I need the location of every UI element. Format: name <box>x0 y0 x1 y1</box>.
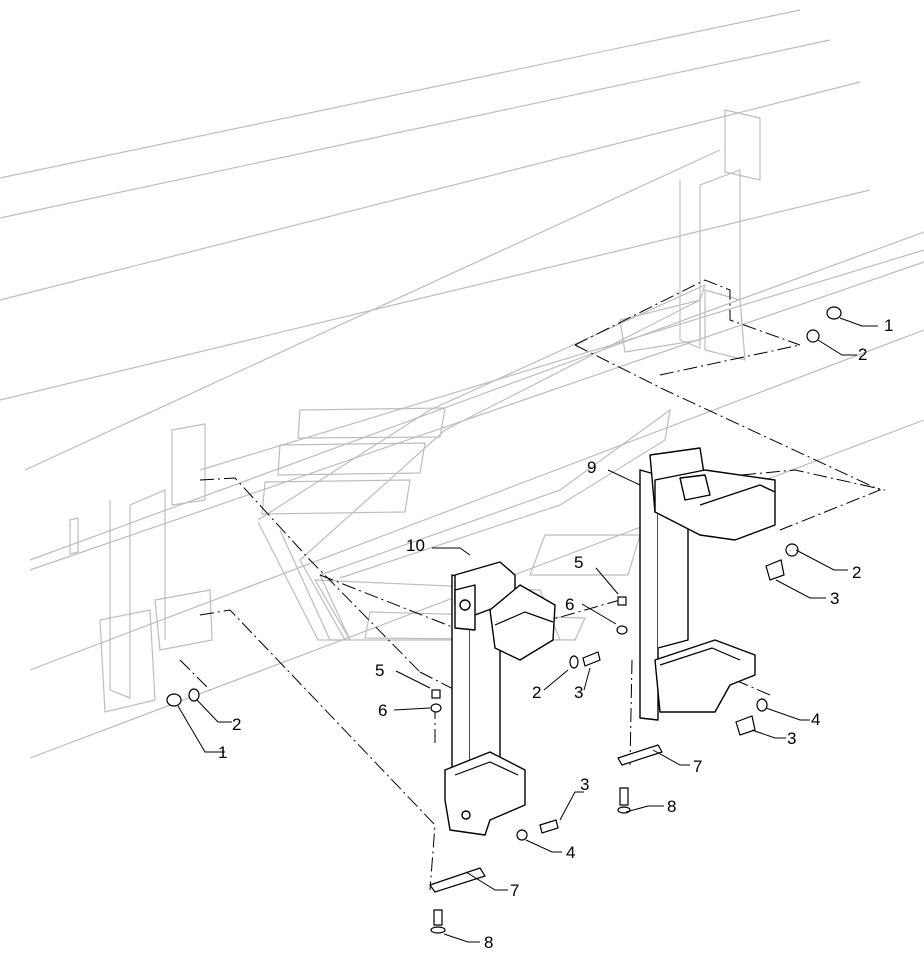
plate-icon <box>617 744 663 766</box>
nut-icon <box>166 693 182 707</box>
washer-icon <box>785 543 799 557</box>
guide-bracket-left <box>444 561 556 836</box>
callout-3: 3 <box>574 683 583 702</box>
callout-2: 2 <box>852 563 861 582</box>
callout-labels: 1 2 1 2 9 10 5 6 2 3 4 3 5 6 2 3 7 8 3 4… <box>218 316 893 952</box>
callout-4: 4 <box>811 710 820 729</box>
callout-3: 3 <box>580 775 589 794</box>
callout-6: 6 <box>378 701 387 720</box>
callout-7: 7 <box>510 881 519 900</box>
callout-3: 3 <box>787 729 796 748</box>
guide-bracket-right <box>639 447 776 721</box>
nut-icon <box>431 689 441 699</box>
assembly-lines <box>179 279 886 891</box>
callout-7: 7 <box>693 757 702 776</box>
bolt-icon <box>433 909 443 926</box>
bolt-icon <box>735 715 756 736</box>
callout-8: 8 <box>667 797 676 816</box>
leader-lines <box>177 317 878 943</box>
plate-icon <box>429 867 486 893</box>
callout-2: 2 <box>858 345 867 364</box>
callout-1: 1 <box>884 316 893 335</box>
callout-5: 5 <box>375 661 384 680</box>
callout-2: 2 <box>232 715 241 734</box>
callout-3: 3 <box>830 589 839 608</box>
callout-5: 5 <box>574 553 583 572</box>
washer-icon <box>806 329 820 343</box>
washer-icon <box>756 698 768 712</box>
bolt-icon <box>582 651 601 667</box>
nut-icon <box>826 306 842 320</box>
callout-6: 6 <box>565 595 574 614</box>
bolt-icon <box>619 787 629 806</box>
callout-8: 8 <box>484 933 493 952</box>
washer-icon <box>516 829 528 841</box>
washer-icon <box>430 703 442 713</box>
bolt-icon <box>765 559 785 581</box>
callout-1: 1 <box>218 743 227 762</box>
nut-icon <box>617 596 627 606</box>
callout-4: 4 <box>566 843 575 862</box>
callout-9: 9 <box>587 458 596 477</box>
washer-icon <box>188 688 200 702</box>
bolt-icon <box>539 819 559 834</box>
callout-10: 10 <box>406 536 425 555</box>
hardware <box>166 306 842 934</box>
callout-2: 2 <box>532 683 541 702</box>
washer-icon <box>616 625 628 635</box>
washer-icon <box>569 655 579 669</box>
